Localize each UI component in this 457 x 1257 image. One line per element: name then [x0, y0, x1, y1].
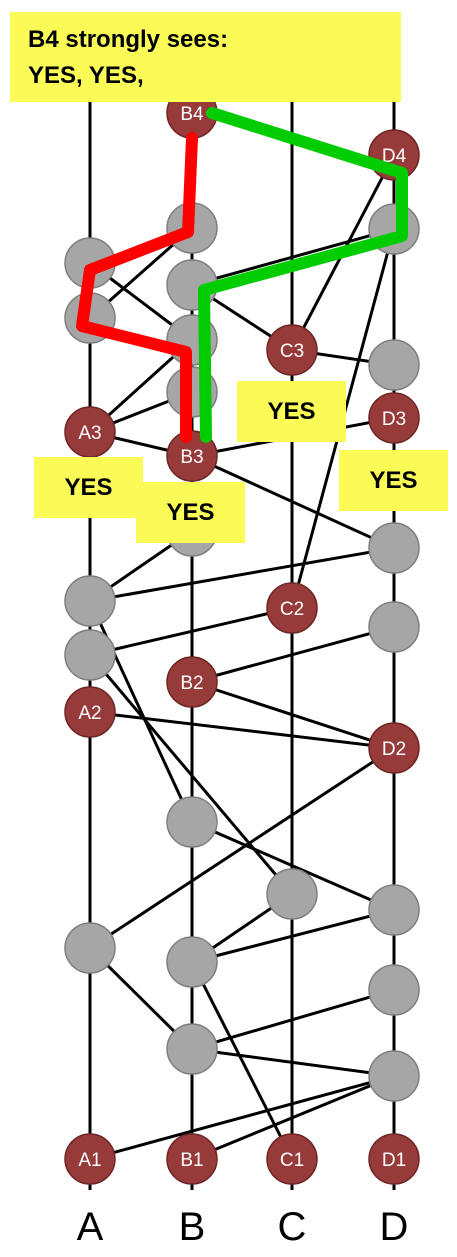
edge	[190, 680, 396, 750]
label-d2: D2	[382, 739, 406, 760]
label-a3: A3	[78, 423, 101, 444]
callout-votes: YES, YES,	[28, 62, 144, 89]
edge	[190, 1047, 396, 1078]
event-node	[166, 1023, 218, 1075]
event-c1	[266, 1133, 318, 1185]
label-d1: D1	[382, 1150, 406, 1171]
event-node	[64, 922, 116, 974]
event-node	[368, 601, 420, 653]
event-c3	[266, 324, 318, 376]
label-d3: D3	[382, 409, 406, 430]
callout-title: B4 strongly sees:	[28, 26, 229, 53]
event-node	[368, 339, 420, 391]
edge	[190, 988, 396, 1051]
column-label-d: D	[380, 1205, 409, 1249]
event-a2	[64, 686, 116, 738]
edge	[190, 960, 294, 1161]
edge	[190, 625, 396, 684]
edge	[190, 908, 396, 964]
event-node	[64, 575, 116, 627]
event-c2	[266, 582, 318, 634]
event-d2	[368, 722, 420, 774]
yes-label-b3: YES	[136, 482, 245, 543]
edge	[190, 227, 396, 287]
yes-label-d3: YES	[339, 450, 448, 511]
label-b4: B4	[180, 104, 204, 125]
edge	[190, 820, 396, 912]
edge	[88, 746, 396, 950]
edge	[190, 454, 396, 550]
red-path	[76, 132, 198, 443]
column-label-b: B	[179, 1205, 206, 1249]
column-label-a: A	[77, 1205, 104, 1249]
yes-label-c3: YES	[237, 381, 346, 442]
yes-label-a3: YES	[34, 457, 143, 518]
event-node	[368, 522, 420, 574]
event-node	[368, 1050, 420, 1102]
label-c3: C3	[280, 341, 304, 362]
edge	[88, 546, 396, 603]
event-labels: A1 B1 C1 D1 A2 B2 C2 D2 A3 B3 C3 D3 B4 D…	[78, 104, 406, 1171]
event-d1	[368, 1133, 420, 1185]
event-d3	[368, 392, 420, 444]
edge	[190, 1074, 396, 1161]
event-b1	[166, 1133, 218, 1185]
event-node	[266, 868, 318, 920]
event-b2	[166, 656, 218, 708]
edge	[88, 1074, 396, 1161]
edge	[88, 653, 294, 896]
column-labels: A B C D	[77, 1205, 409, 1249]
green-path	[198, 107, 408, 443]
label-a1: A1	[78, 1150, 101, 1171]
label-b3: B3	[180, 447, 203, 468]
event-node	[64, 629, 116, 681]
named-events	[64, 87, 420, 1185]
event-node	[368, 884, 420, 936]
label-c1: C1	[280, 1150, 304, 1171]
label-b1: B1	[180, 1150, 203, 1171]
gossip-edges	[88, 153, 396, 1161]
label-d4: D4	[382, 146, 407, 167]
edge	[88, 606, 294, 657]
edge	[88, 710, 396, 750]
label-a2: A2	[78, 703, 101, 724]
event-node	[166, 796, 218, 848]
event-a1	[64, 1133, 116, 1185]
label-b2: B2	[180, 673, 203, 694]
event-node	[368, 964, 420, 1016]
label-c2: C2	[280, 599, 304, 620]
column-label-c: C	[278, 1205, 307, 1249]
member-lines	[88, 20, 396, 1190]
event-node	[166, 936, 218, 988]
strongly-sees-callout: B4 strongly sees: YES, YES,	[10, 12, 401, 102]
